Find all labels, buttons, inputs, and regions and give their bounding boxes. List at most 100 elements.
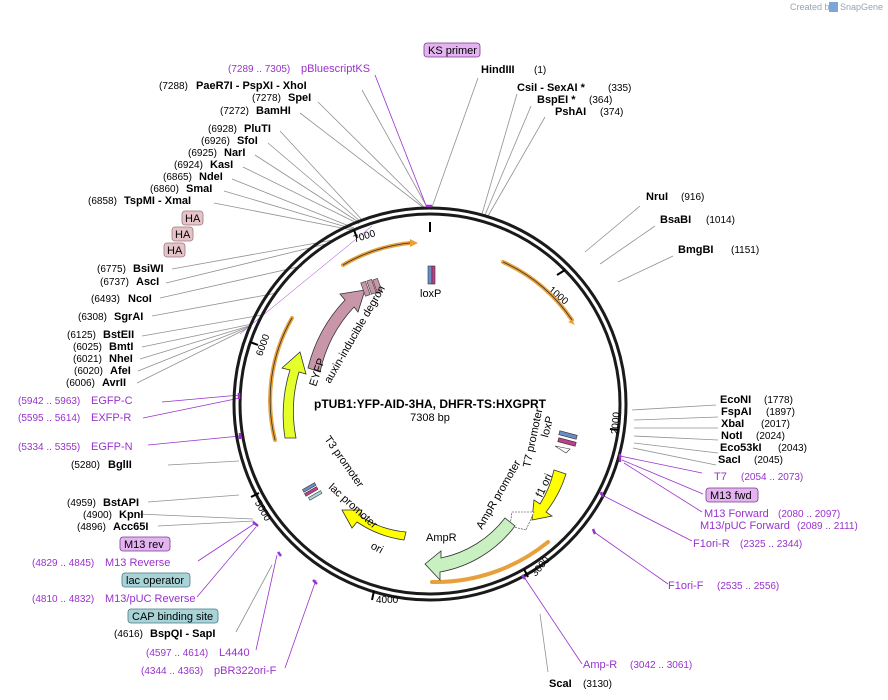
enzyme-name: NruI: [646, 191, 668, 203]
primer-name: EXFP-R: [91, 412, 131, 424]
enzyme-name: AscI: [136, 276, 159, 288]
enzyme-pos: (6308): [78, 312, 107, 323]
enzyme-name: NheI: [109, 353, 133, 365]
left-primer-labels: (7289 .. 7305) pBluescriptKS (5942 .. 59…: [18, 63, 370, 677]
ha-label-2: HA: [175, 229, 191, 241]
aid-feature: [307, 289, 366, 373]
ha-box-1: [181, 210, 204, 226]
enzyme-pos: (1151): [731, 245, 759, 256]
cap-site-label: CAP binding site: [132, 611, 213, 623]
primer-marks: [237, 204, 622, 585]
enzyme-name: NdeI: [199, 171, 223, 183]
enzyme-pos: (6928): [208, 124, 237, 135]
enzyme-pos: (6125): [67, 330, 96, 341]
plasmid-length: 7308 bp: [410, 412, 450, 424]
primer-range: (2325 .. 2344): [740, 539, 802, 550]
enzyme-name: PluTI: [244, 123, 271, 135]
primer-name: L4440: [219, 647, 250, 659]
m13-rev-box: [119, 536, 171, 552]
backbone-outer: [232, 206, 628, 602]
primer-range: (2535 .. 2556): [717, 581, 779, 592]
loxp-right-label: loxP: [539, 415, 556, 439]
enzyme-pos: (7272): [220, 106, 249, 117]
loxp-right-feature: [557, 430, 578, 447]
enzyme-name: XbaI: [721, 418, 744, 430]
m13-rev-label: M13 rev: [124, 539, 164, 551]
ks-primer-box: [423, 42, 481, 58]
enzyme-pos: (4616): [114, 629, 143, 640]
enzyme-pos: (6865): [163, 172, 192, 183]
tick-marks: [249, 222, 620, 601]
enzyme-name: NotI: [721, 430, 742, 442]
primer-name: Amp-R: [583, 659, 617, 671]
loxp-top-label: loxP: [420, 288, 441, 300]
enzyme-name: HindIII: [481, 64, 515, 76]
enzyme-pos: (335): [608, 83, 631, 94]
ori-label: ori: [369, 540, 385, 556]
tick-label-6000: 6000: [254, 333, 272, 358]
enzyme-name: BspQI - SapI: [150, 628, 215, 640]
enzyme-pos: (6860): [150, 184, 179, 195]
boxed-labels: KS primer HA HA HA M13 fwd M13 rev lac o…: [119, 42, 759, 624]
m13-fwd-box: [705, 487, 759, 503]
primer-range: (2054 .. 2073): [741, 472, 803, 483]
enzyme-pos: (1897): [766, 407, 795, 418]
tick-label-7000: 7000: [352, 228, 377, 245]
primer-name: pBR322ori-F: [214, 665, 277, 677]
primer-range: (3042 .. 3061): [630, 660, 692, 671]
lac-t3-features: [302, 482, 323, 501]
primer-name: F1ori-F: [668, 580, 704, 592]
enzyme-pos: (1014): [706, 215, 735, 226]
credit-brand: SnapGene: [840, 2, 883, 12]
lac-operator-box: [121, 572, 191, 588]
primer-name: M13 Reverse: [105, 557, 170, 569]
f1-ori-feature: [531, 469, 567, 521]
orange-arrowheads: [410, 239, 575, 325]
primer-name: T7: [714, 471, 727, 483]
ampr-promoter-feature: [509, 511, 535, 531]
enzyme-pos: (1778): [764, 395, 793, 406]
primer-name: M13 Forward: [704, 508, 769, 520]
ori-feature: [341, 509, 407, 541]
enzyme-name: SfoI: [237, 135, 258, 147]
enzyme-name: AfeI: [110, 365, 131, 377]
enzyme-name: NarI: [224, 147, 245, 159]
enzyme-pos: (6020): [74, 366, 103, 377]
enzyme-name: FspAI: [721, 406, 752, 418]
enzyme-pos: (2043): [778, 443, 807, 454]
right-leader-lines: [430, 77, 719, 673]
enzyme-name: SacI: [718, 454, 741, 466]
enzyme-pos: (6737): [100, 277, 129, 288]
enzyme-pos: (4900): [83, 510, 112, 521]
right-enzyme-labels: HindIII (1) CsiI - SexAI * (335) BspEI *…: [481, 64, 807, 690]
primer-name: EGFP-C: [91, 395, 133, 407]
t7-promoter-label: T7 promoter: [521, 407, 545, 468]
ha-box-3: [163, 242, 186, 258]
snapgene-logo-icon: [829, 2, 838, 12]
enzyme-pos: (6493): [91, 294, 120, 305]
enzyme-pos: (6006): [66, 378, 95, 389]
enzyme-name: BmgBI: [678, 244, 713, 256]
enzyme-name: SgrAI: [114, 311, 143, 323]
loxp-top-feature: [427, 265, 436, 285]
enzyme-name: NcoI: [128, 293, 152, 305]
enzyme-name: Eco53kI: [720, 442, 762, 454]
enzyme-name: SmaI: [186, 183, 212, 195]
primer-name: EGFP-N: [91, 441, 133, 453]
cap-site-box: [127, 608, 219, 624]
primer-name: M13/pUC Reverse: [105, 593, 195, 605]
left-enzyme-labels: (7288) PaeR7I - PspXI - XhoI (7278) SpeI…: [66, 80, 311, 640]
enzyme-name: KpnI: [119, 509, 143, 521]
enzyme-name: BamHI: [256, 105, 291, 117]
ampr-label: AmpR: [426, 532, 457, 544]
enzyme-name: BsaBI: [660, 214, 691, 226]
ha-tag-segments: [360, 278, 383, 297]
primer-range: (5334 .. 5355): [18, 442, 80, 453]
t3-promoter-label: T3 promoter: [322, 434, 366, 490]
enzyme-pos: (3130): [583, 679, 612, 690]
enzyme-pos: (1): [534, 65, 546, 76]
enzyme-name: Acc65I: [113, 521, 148, 533]
ha-label-3: HA: [167, 245, 183, 257]
plasmid-name: pTUB1:YFP-AID-3HA, DHFR-TS:HXGPRT: [314, 397, 547, 411]
primer-range: (2089 .. 2111): [797, 521, 858, 532]
